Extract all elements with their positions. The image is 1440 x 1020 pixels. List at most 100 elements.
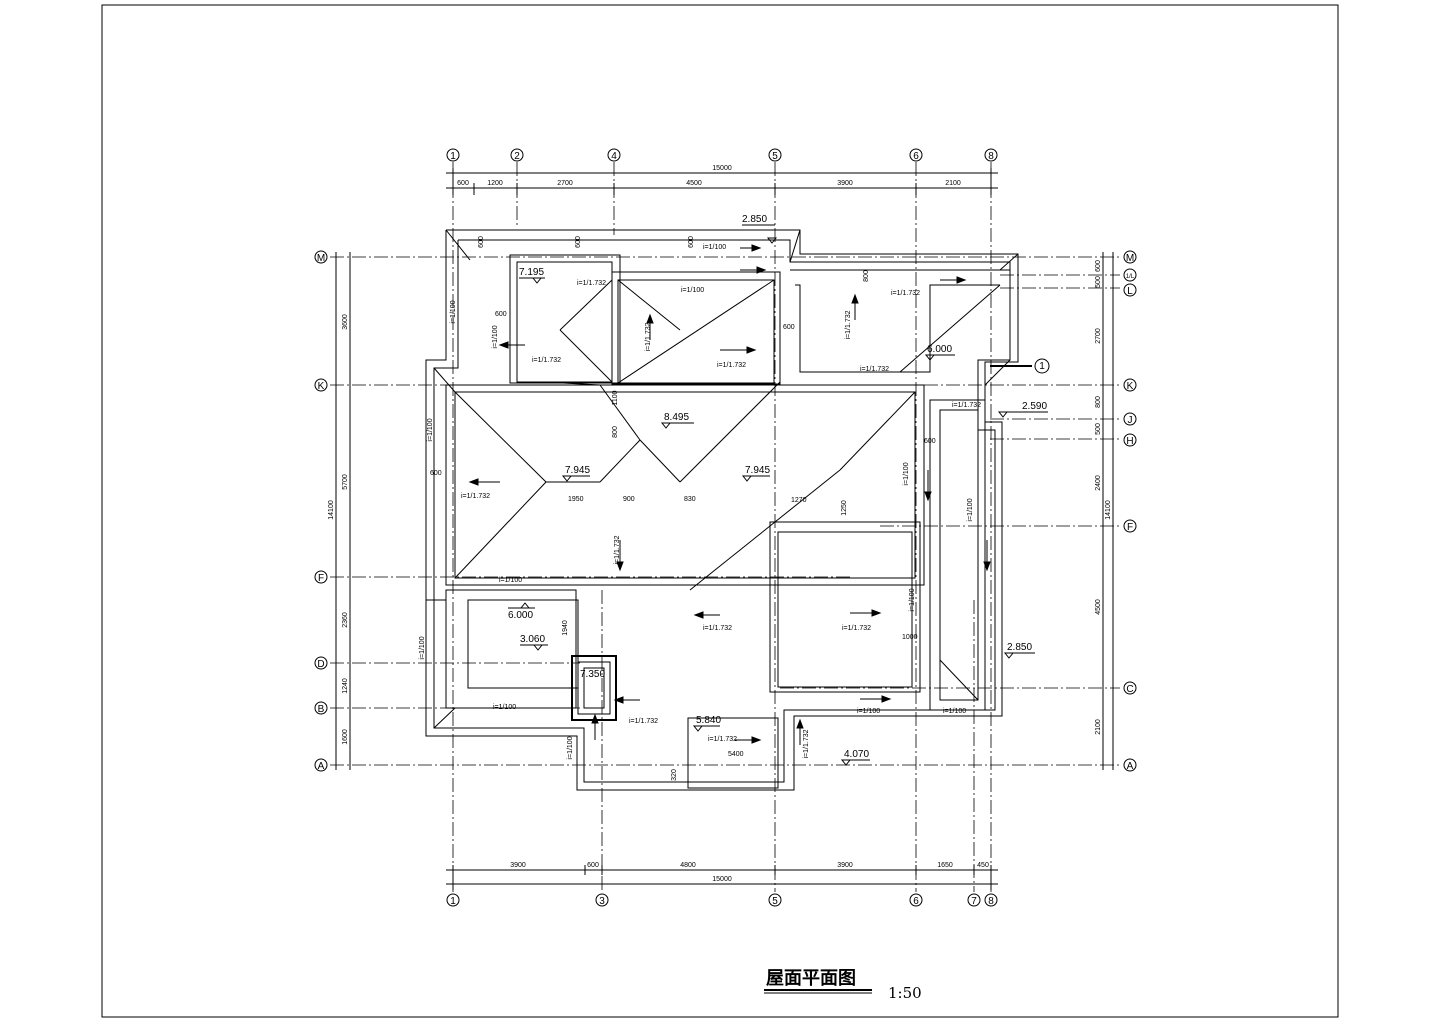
slope-label: i=1/1.732 <box>845 310 852 339</box>
slope-label: i=1/1.732 <box>708 736 737 743</box>
axis-label: K <box>1127 381 1134 392</box>
dim-seg: 2700 <box>557 180 573 187</box>
axis-label: F <box>318 573 324 584</box>
slope-label: i=1/100 <box>492 325 499 348</box>
dim-total: 15000 <box>712 876 732 883</box>
axis-label: L <box>1127 286 1133 297</box>
axis-bubble <box>1123 250 1137 264</box>
dim-note: 320 <box>671 769 678 781</box>
slope-label: i=1/100 <box>681 287 704 294</box>
dim-note: 1250 <box>841 500 848 516</box>
slope-label: i=1/100 <box>703 244 726 251</box>
svg-text:2.850: 2.850 <box>1007 642 1032 653</box>
dim-seg: 2400 <box>1095 475 1102 491</box>
dimension-text-top: 15000 600 1200 2700 4500 3900 2100 <box>457 165 961 187</box>
dim-note: 600 <box>430 470 442 477</box>
axis-bubble <box>984 893 998 907</box>
axis-label: M <box>317 253 325 264</box>
slope-label: i=1/100 <box>427 418 434 441</box>
slope-label: i=1/1.732 <box>891 290 920 297</box>
axis-label: A <box>1127 761 1134 772</box>
dim-seg: 1650 <box>937 862 953 869</box>
dim-note: 1100 <box>612 390 619 405</box>
axis-bubble <box>1123 519 1137 533</box>
dim-note: 800 <box>612 426 619 438</box>
axis-label: B <box>318 704 325 715</box>
dim-seg: 1240 <box>342 678 349 694</box>
axis-label: 5 <box>772 896 778 907</box>
left-axis-bubbles: M K F D B A <box>314 250 328 772</box>
dim-note: 830 <box>684 496 696 503</box>
axis-bubble <box>1123 378 1137 392</box>
axis-bubble <box>909 148 923 162</box>
dim-seg: 600 <box>457 180 469 187</box>
dimension-text-left: 14100 3600 5700 2360 1240 1600 <box>328 314 349 745</box>
elevation-mark: 7.350 <box>580 669 605 680</box>
svg-text:7.945: 7.945 <box>745 465 770 476</box>
dim-seg: 500 <box>1095 276 1102 288</box>
axis-label: 6 <box>913 151 919 162</box>
svg-text:5.840: 5.840 <box>696 715 721 726</box>
dim-note: 1950 <box>568 496 584 503</box>
axis-label: H <box>1126 436 1133 447</box>
detail-dimensions: 600 600 600 600 600 800 1100 800 1950 90… <box>430 236 936 781</box>
axis-bubble <box>314 250 328 264</box>
elevation-mark: 3.060 <box>520 634 548 651</box>
dim-note: 900 <box>623 496 635 503</box>
slope-label: i=1/1.732 <box>803 729 810 758</box>
slope-arrows <box>468 244 991 745</box>
axis-label: 5 <box>772 151 778 162</box>
svg-text:8.495: 8.495 <box>664 412 689 423</box>
slope-label: i=1/1.732 <box>842 625 871 632</box>
dim-note: 600 <box>495 311 507 318</box>
dim-seg: 3900 <box>837 862 853 869</box>
axis-bubble <box>1123 681 1137 695</box>
slope-label: i=1/100 <box>567 736 574 759</box>
hip-valley-lines <box>433 229 1019 729</box>
elevation-mark: 7.945 <box>561 465 590 482</box>
svg-text:7.195: 7.195 <box>519 267 544 278</box>
sheet-border <box>101 4 1339 1018</box>
axis-label: 1 <box>450 896 456 907</box>
axis-label: 6 <box>913 896 919 907</box>
axis-label: 4 <box>611 151 617 162</box>
dim-total: 14100 <box>1105 500 1112 520</box>
axis-bubble <box>595 893 609 907</box>
axis-label: 8 <box>988 151 994 162</box>
dim-seg: 2100 <box>945 180 961 187</box>
right-axis-bubbles: M 1/L L K J H F C A <box>1123 250 1137 772</box>
axis-bubble <box>607 148 621 162</box>
bottom-axis-bubbles: 1 3 5 6 7 8 <box>446 893 998 907</box>
svg-text:3.060: 3.060 <box>520 634 545 645</box>
slope-label: i=1/100 <box>857 708 880 715</box>
dim-note: 1000 <box>902 634 918 641</box>
axis-bubble <box>314 378 328 392</box>
drawing-title-block: 屋面平面图 1:50 <box>764 968 922 1002</box>
drawing-scale: 1:50 <box>888 984 922 1002</box>
elevation-mark: 6.000 <box>924 344 955 361</box>
elevation-mark: 7.945 <box>741 465 770 482</box>
dim-seg: 600 <box>587 862 599 869</box>
axis-bubble <box>510 148 524 162</box>
dim-note: 1270 <box>791 497 807 504</box>
dim-seg: 4500 <box>1095 599 1102 615</box>
slope-label: i=1/100 <box>909 588 916 611</box>
axis-bubble <box>314 656 328 670</box>
dim-seg: 3600 <box>342 314 349 330</box>
dimension-chains <box>335 168 1114 890</box>
elevation-mark: 2.590 <box>997 401 1048 418</box>
dim-seg: 1600 <box>342 729 349 745</box>
axis-label: J <box>1128 415 1133 426</box>
svg-text:7.945: 7.945 <box>565 465 590 476</box>
axis-label: F <box>1127 522 1133 533</box>
slope-label: i=1/100 <box>499 577 522 584</box>
roof-outline <box>425 229 1019 791</box>
axis-label: 8 <box>988 896 994 907</box>
dim-note: 1940 <box>562 620 569 636</box>
slope-label: i=1/100 <box>903 462 910 485</box>
dim-total: 15000 <box>712 165 732 172</box>
slope-labels: i=1/100 i=1/1.732 i=1/1.732 i=1/100 i=1/… <box>419 244 981 760</box>
dim-note: 5400 <box>728 751 744 758</box>
axis-bubble <box>768 148 782 162</box>
slope-label: i=1/1.732 <box>703 625 732 632</box>
